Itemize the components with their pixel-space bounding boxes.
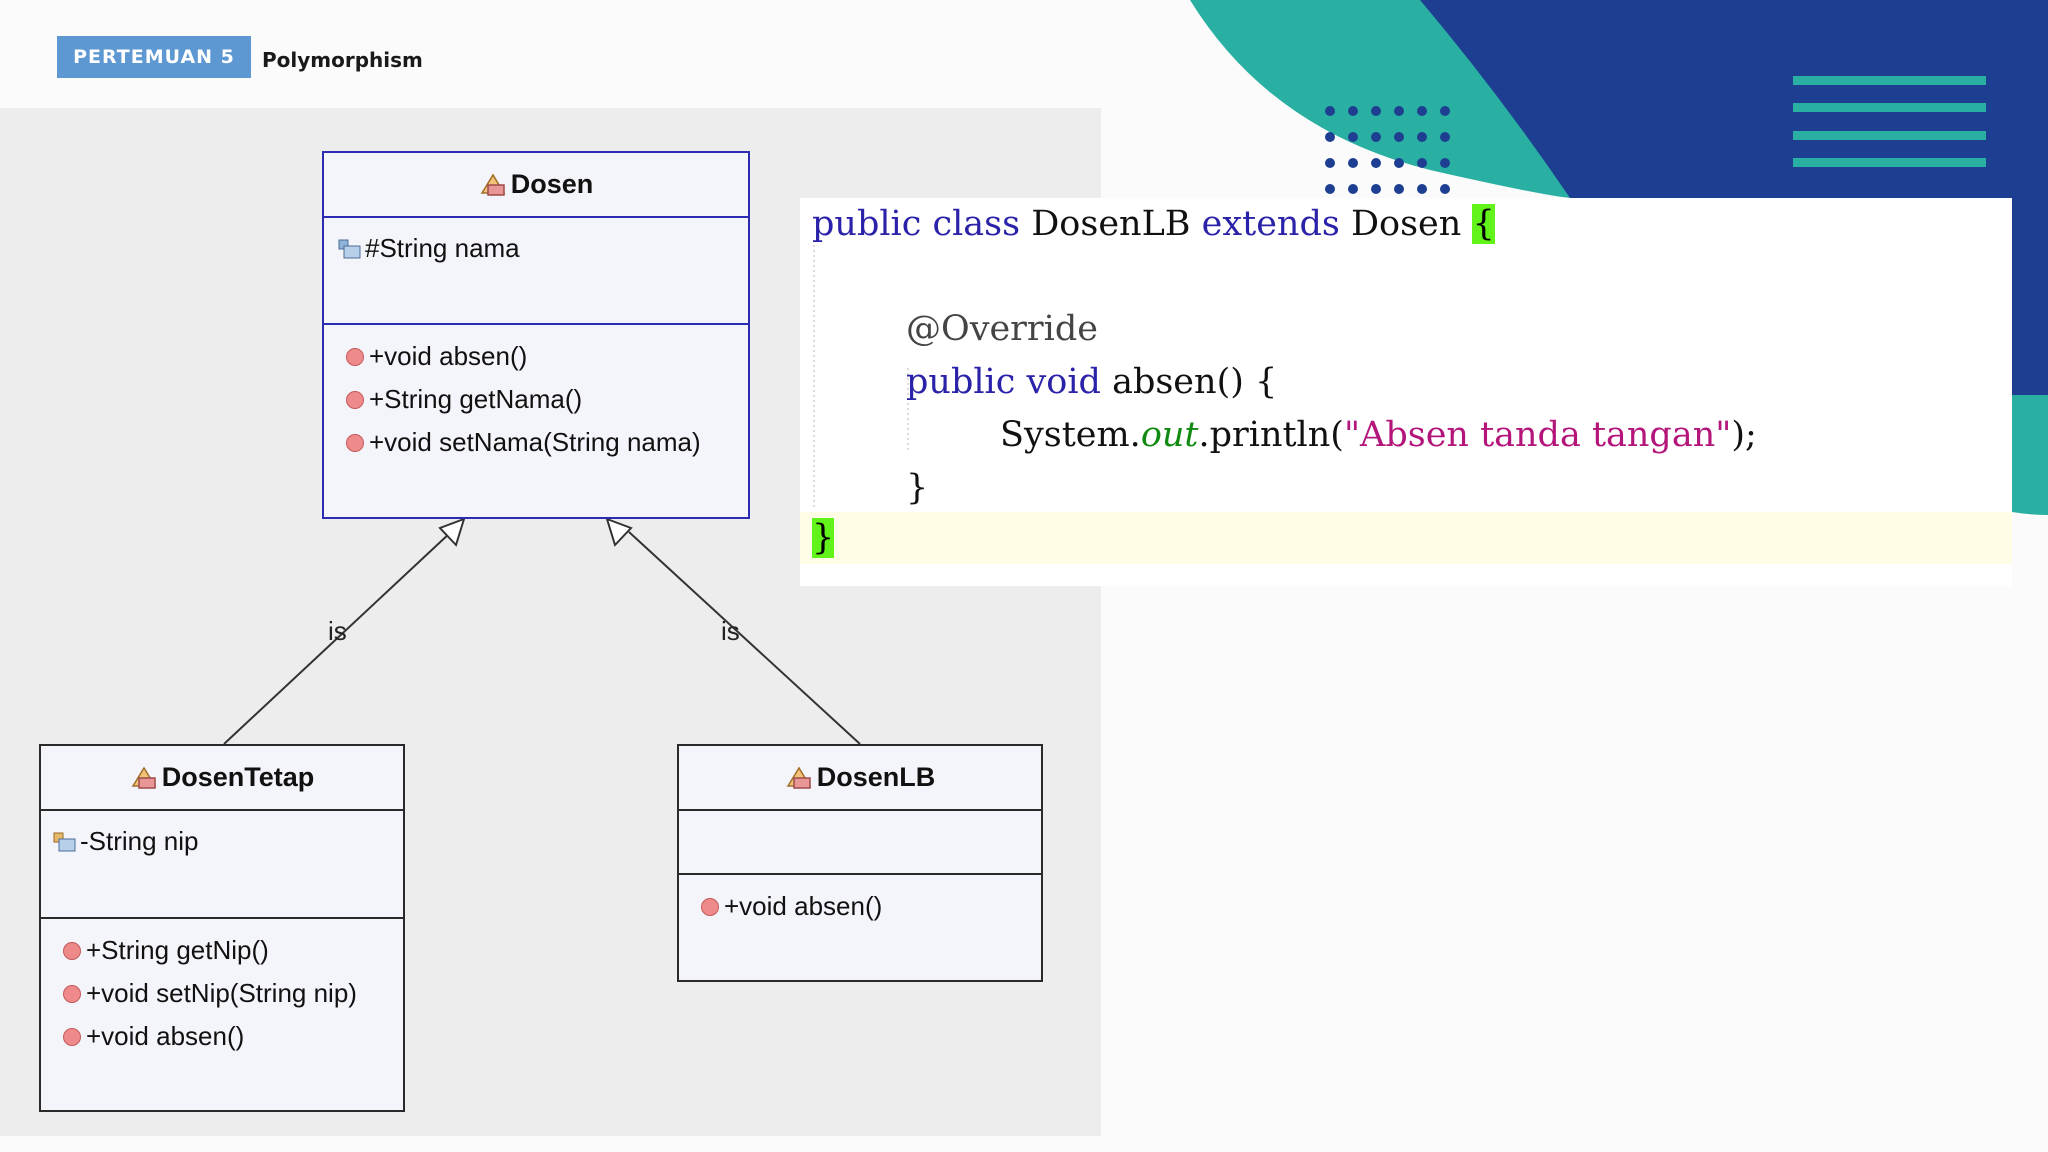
- navy-edge-strip: [2012, 0, 2048, 395]
- class-header: DosenTetap: [41, 746, 403, 808]
- method-icon: [346, 433, 364, 452]
- private-field-icon: [53, 832, 76, 851]
- teal-edge-strip: [2012, 395, 2048, 515]
- method-row: +void absen(): [63, 1021, 244, 1052]
- class-icon: [480, 173, 506, 196]
- method-icon: [63, 1027, 81, 1046]
- uml-class-dosentetap[interactable]: DosenTetap -String nip +String getNip() …: [39, 744, 405, 1112]
- code-panel: public class DosenLB extends Dosen { @Ov…: [800, 198, 2012, 586]
- code-line-4: public void absen() {: [906, 362, 1278, 402]
- code-line-3: @Override: [906, 309, 1098, 349]
- method-row: +void absen(): [346, 341, 527, 372]
- method-row: +void setNip(String nip): [63, 978, 357, 1009]
- class-icon: [131, 766, 157, 789]
- topic-title: Polymorphism: [262, 48, 423, 72]
- method-row: +String getNip(): [63, 935, 269, 966]
- relation-line-dosentetap: [223, 531, 452, 745]
- uml-class-dosenlb[interactable]: DosenLB +void absen(): [677, 744, 1043, 982]
- uml-class-dosen[interactable]: Dosen #String nama +void absen() +String…: [322, 151, 750, 519]
- attribute-row: -String nip: [53, 826, 199, 857]
- method-row: +String getNama(): [346, 384, 582, 415]
- code-line-7: }: [800, 512, 2012, 564]
- code-line-5: System.out.println("Absen tanda tangan")…: [1000, 415, 1757, 455]
- class-icon: [786, 766, 812, 789]
- code-line-6: }: [906, 468, 929, 508]
- method-icon: [63, 941, 81, 960]
- code-line-1: public class DosenLB extends Dosen {: [812, 204, 1495, 244]
- method-icon: [63, 984, 81, 1003]
- navy-wave-shape: [1420, 0, 2012, 198]
- decorative-shapes: [1190, 0, 2048, 515]
- relation-label: is: [328, 616, 347, 646]
- method-icon: [701, 897, 719, 916]
- inheritance-relations: [223, 517, 861, 745]
- field-icon: [338, 239, 361, 258]
- class-name: DosenTetap: [161, 761, 315, 792]
- method-row: +void setNama(String nama): [346, 427, 701, 458]
- relation-label: is: [721, 616, 740, 646]
- relation-line-dosenlb: [628, 531, 861, 745]
- inheritance-arrow-icon: [605, 517, 633, 547]
- matching-brace: }: [812, 518, 835, 558]
- dot-grid-pattern: [1325, 106, 1450, 194]
- inheritance-arrow-icon: [438, 517, 466, 547]
- indent-guides: [813, 240, 909, 510]
- attribute-row: #String nama: [338, 233, 520, 264]
- class-header: DosenLB: [679, 746, 1041, 808]
- class-header: Dosen: [324, 153, 748, 215]
- class-name: Dosen: [510, 168, 594, 199]
- method-icon: [346, 390, 364, 409]
- stripe-lines-icon: [1793, 76, 1986, 167]
- matching-brace: {: [1472, 204, 1495, 244]
- class-name: DosenLB: [816, 761, 936, 792]
- method-row: +void absen(): [701, 891, 882, 922]
- method-icon: [346, 347, 364, 366]
- meeting-badge: PERTEMUAN 5: [57, 36, 251, 78]
